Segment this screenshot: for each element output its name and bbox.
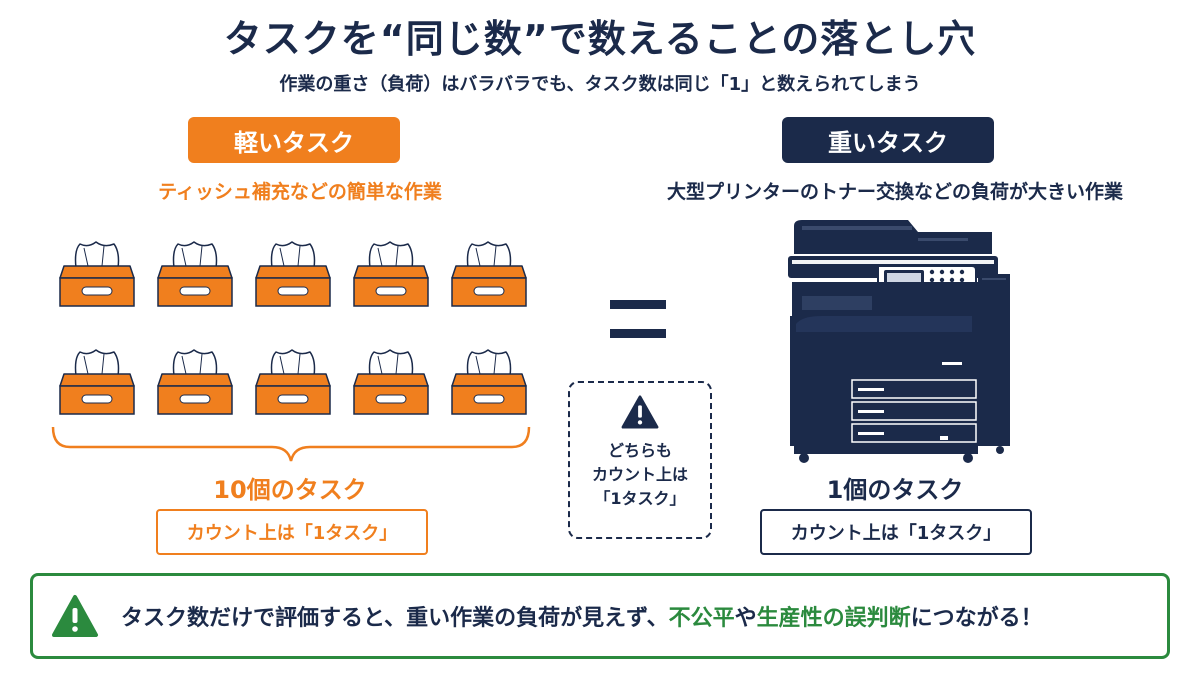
light-task-label: 軽いタスク — [188, 117, 400, 163]
conclusion-text-3: につながる！ — [910, 606, 1043, 631]
tissue-box-icon — [352, 240, 430, 308]
tissue-box-icon — [352, 348, 430, 416]
tissue-grid — [58, 240, 528, 416]
conclusion-text-1: タスク数だけで評価すると、重い作業の負荷が見えず、 — [121, 606, 669, 631]
tissue-box-icon — [450, 348, 528, 416]
tissue-box-icon — [156, 348, 234, 416]
warning-icon — [621, 395, 659, 429]
page-title: タスクを“同じ数”で数えることの落とし穴 — [223, 17, 977, 61]
comparison-line-1: どちらも — [607, 441, 672, 460]
tissue-box-icon — [156, 240, 234, 308]
conclusion-highlight-unfair: 不公平 — [668, 606, 735, 631]
conclusion-text-2: や — [734, 606, 757, 631]
heavy-task-label: 重いタスク — [782, 117, 994, 163]
brace-icon — [51, 426, 531, 462]
conclusion-banner: タスク数だけで評価すると、重い作業の負荷が見えず、不公平や生産性の誤判断につなが… — [30, 573, 1170, 659]
light-task-description: ティッシュ補充などの簡単な作業 — [158, 181, 442, 203]
conclusion-message: タスク数だけで評価すると、重い作業の負荷が見えず、不公平や生産性の誤判断につなが… — [121, 600, 1043, 632]
tissue-box-icon — [58, 240, 136, 308]
tissue-box-icon — [254, 240, 332, 308]
comparison-line-3: 「1タスク」 — [594, 489, 686, 508]
heavy-count-box: カウント上は「1タスク」 — [760, 509, 1032, 555]
warning-icon — [52, 595, 98, 637]
equals-icon — [610, 300, 666, 338]
tissue-box-icon — [450, 240, 528, 308]
printer-icon — [788, 220, 1010, 463]
light-count-box: カウント上は「1タスク」 — [156, 509, 428, 555]
conclusion-highlight-productivity: 生産性の誤判断 — [756, 606, 911, 631]
tissue-box-icon — [58, 348, 136, 416]
page-subtitle: 作業の重さ（負荷）はバラバラでも、タスク数は同じ「1」と数えられてしまう — [279, 74, 921, 95]
heavy-task-description: 大型プリンターのトナー交換などの負荷が大きい作業 — [666, 181, 1123, 203]
heavy-task-count: 1個のタスク — [826, 476, 964, 504]
light-task-count: 10個のタスク — [213, 476, 367, 504]
tissue-box-icon — [254, 348, 332, 416]
comparison-box: どちらも カウント上は 「1タスク」 — [568, 381, 712, 539]
comparison-line-2: カウント上は — [591, 465, 688, 484]
